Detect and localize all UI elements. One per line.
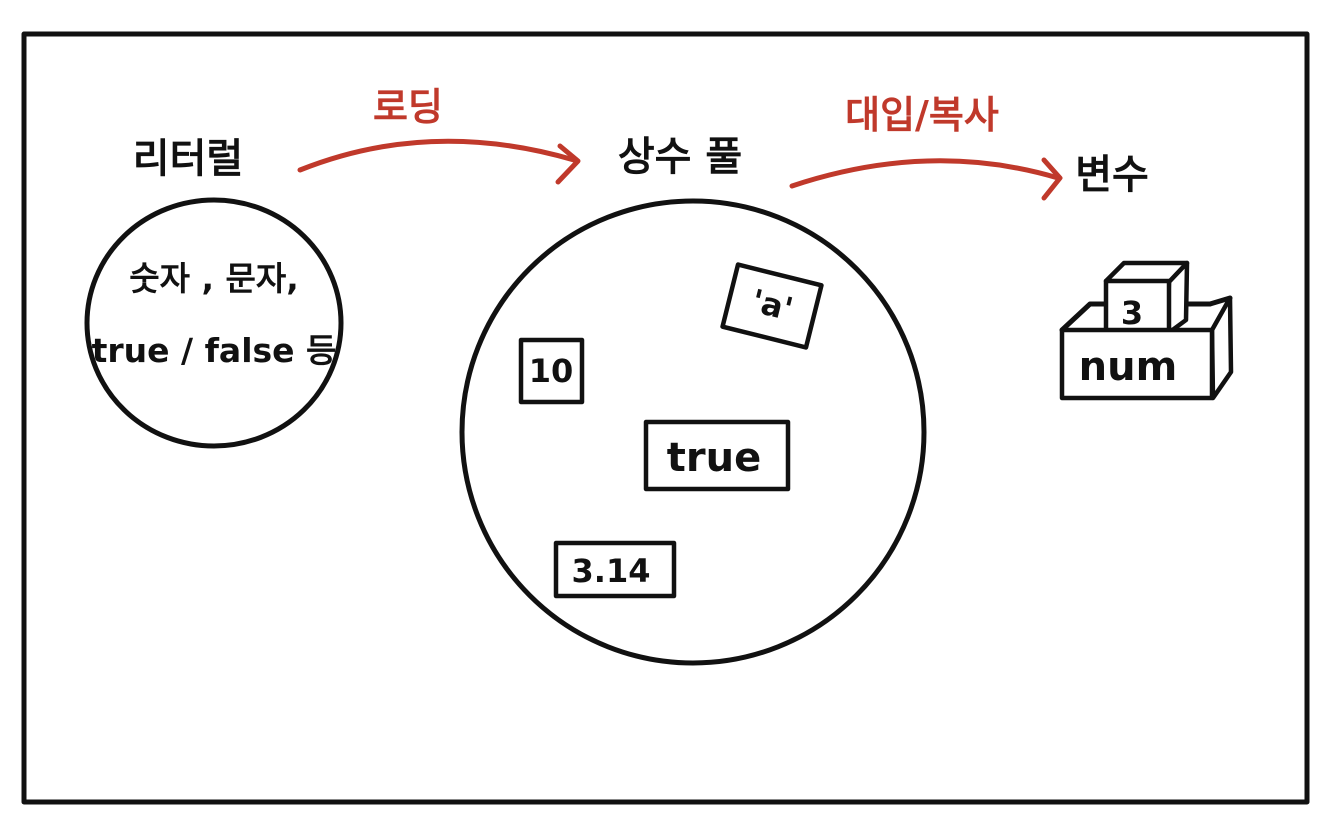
- svg-text:3.14: 3.14: [572, 552, 651, 590]
- variable-name: num: [1079, 344, 1178, 390]
- literal-title: 리터럴: [133, 136, 243, 182]
- assign-arrow: [789, 158, 1061, 189]
- variable-box: 3 num: [1059, 260, 1234, 401]
- variable-value-cube: 3: [1103, 260, 1190, 338]
- outer-frame: [21, 31, 1310, 805]
- loading-label: 로딩: [373, 85, 443, 129]
- literal-text-line2: true / false 등: [92, 331, 337, 370]
- svg-text:true: true: [667, 435, 761, 481]
- assign-label: 대입/복사: [845, 93, 999, 137]
- pool-item-pi: 3.14: [553, 540, 677, 599]
- svg-text:3: 3: [1121, 294, 1143, 332]
- literal-text-line1: 숫자 , 문자,: [129, 259, 299, 298]
- pool-item-char: 'a': [720, 262, 824, 350]
- pool-item-ten: 10: [518, 337, 585, 405]
- loading-arrow: [297, 138, 577, 173]
- literal-circle: [84, 197, 344, 449]
- pool-title: 상수 풀: [618, 134, 742, 180]
- loading-arrow-head: [555, 143, 581, 185]
- pool-circle: [459, 198, 927, 666]
- variable-title: 변수: [1075, 152, 1149, 198]
- svg-text:10: 10: [529, 352, 574, 390]
- assign-arrow-head: [1041, 157, 1063, 201]
- pool-item-bool: true: [643, 419, 791, 492]
